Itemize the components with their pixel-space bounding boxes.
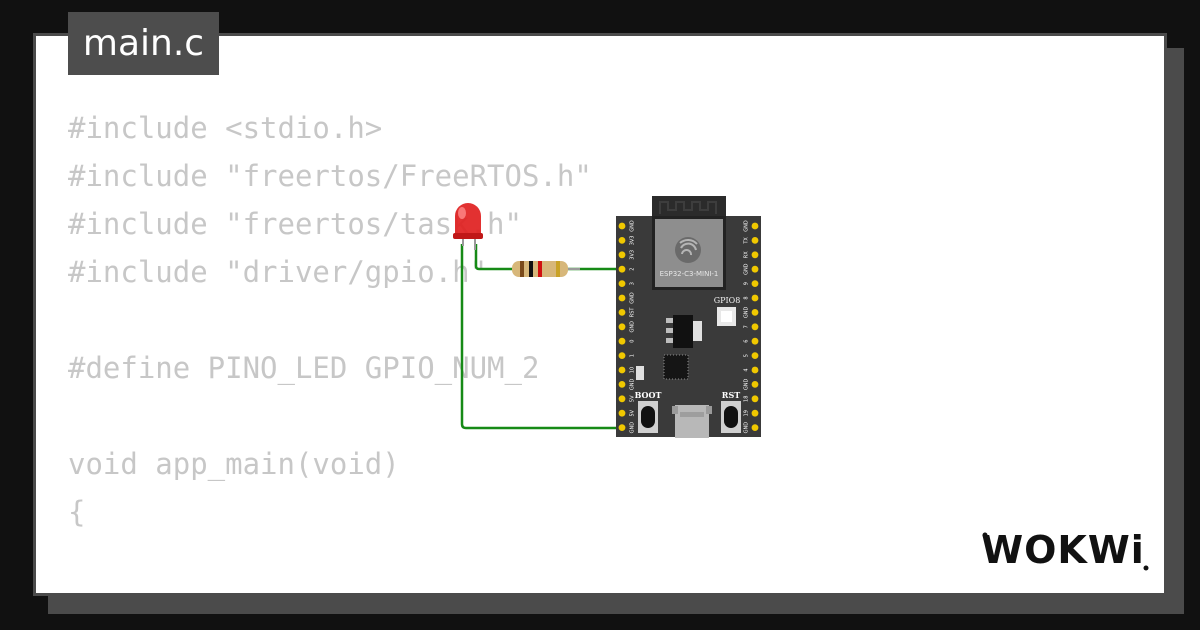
right-pin-label: GND xyxy=(744,422,750,434)
left-pin-label: GND xyxy=(630,379,636,391)
right-pin-label: TX xyxy=(744,237,750,245)
right-pin-5[interactable] xyxy=(751,352,759,359)
left-pin-0[interactable] xyxy=(618,337,626,345)
right-pin-label: GND xyxy=(744,263,750,275)
right-pin-7[interactable] xyxy=(751,323,759,331)
left-pin-5v[interactable] xyxy=(618,395,626,403)
right-pin-18[interactable] xyxy=(751,395,759,403)
left-pin-gnd[interactable] xyxy=(618,381,626,388)
code-line: { xyxy=(68,495,86,529)
right-pin-tx[interactable] xyxy=(751,237,759,244)
right-pin-label: 7 xyxy=(744,325,750,328)
left-pin-label: 2 xyxy=(630,268,636,271)
left-pin-5v[interactable] xyxy=(618,409,626,417)
left-pin-label: GND xyxy=(630,220,636,232)
right-pin-label: 8 xyxy=(744,296,750,299)
right-pin-19[interactable] xyxy=(751,409,759,417)
right-pin-label: 5 xyxy=(744,354,750,357)
right-pin-6[interactable] xyxy=(751,337,759,345)
right-pin-label: 19 xyxy=(744,410,750,416)
left-pin-3[interactable] xyxy=(618,280,626,287)
left-pin-label: 1 xyxy=(630,354,636,357)
usb-connector xyxy=(672,405,712,438)
code-line: #include "driver/gpio.h" xyxy=(68,255,488,289)
left-pin-3v3[interactable] xyxy=(618,237,626,244)
wire-led-to-gnd[interactable] xyxy=(460,244,622,430)
left-pin-label: 3V3 xyxy=(630,236,636,246)
left-pin-label: RST xyxy=(630,307,636,318)
left-pin-gnd[interactable] xyxy=(618,222,626,230)
right-pin-gnd[interactable] xyxy=(751,222,759,230)
left-pin-10[interactable] xyxy=(618,366,626,374)
espressif-logo-icon xyxy=(675,237,701,263)
led[interactable] xyxy=(453,203,483,250)
left-pin-rst[interactable] xyxy=(618,309,626,316)
right-pin-label: GND xyxy=(744,220,750,232)
code-line xyxy=(68,296,592,344)
code-line: #include "freertos/task.h" xyxy=(68,207,522,241)
left-pin-label: GND xyxy=(630,292,636,304)
left-pin-header xyxy=(618,222,626,431)
code-line xyxy=(68,536,592,584)
left-pin-label: 3 xyxy=(630,282,636,285)
rst-button[interactable] xyxy=(721,401,741,433)
module-label: ESP32-C3-MINI-1 xyxy=(660,270,719,278)
left-pin-gnd[interactable] xyxy=(618,424,626,431)
wokwi-logo: WOKWi xyxy=(981,528,1149,572)
code-line: void app_main(void) xyxy=(68,447,400,481)
left-pin-label: 5V xyxy=(630,395,636,402)
left-pin-label: 0 xyxy=(630,340,636,343)
code-line: #define PINO_LED GPIO_NUM_2 xyxy=(68,351,540,385)
left-pin-gnd[interactable] xyxy=(618,294,626,302)
code-line: gpio_reset_pin(PINO_LED); xyxy=(68,584,592,593)
code-block: #include <stdio.h> #include "freertos/Fre… xyxy=(68,104,592,593)
right-pin-gnd[interactable] xyxy=(751,265,759,273)
right-pin-gnd[interactable] xyxy=(751,309,759,316)
left-pin-3v3[interactable] xyxy=(618,251,626,259)
right-pin-label: 9 xyxy=(744,282,750,285)
right-pin-label: GND xyxy=(744,379,750,391)
left-pin-label: 3V3 xyxy=(630,250,636,260)
right-pin-gnd[interactable] xyxy=(751,381,759,388)
right-pin-8[interactable] xyxy=(751,294,759,302)
code-line: #include "freertos/FreeRTOS.h" xyxy=(68,159,592,193)
right-pin-label: RX xyxy=(744,251,750,258)
code-card: #include <stdio.h> #include "freertos/Fre… xyxy=(33,33,1167,596)
boot-label: BOOT xyxy=(635,390,662,400)
boot-button[interactable] xyxy=(638,401,658,433)
left-pin-label: GND xyxy=(630,321,636,333)
left-pin-label: 5V xyxy=(630,409,636,416)
right-pin-label: 6 xyxy=(744,340,750,343)
right-pin-label: 18 xyxy=(744,396,750,402)
resistor[interactable] xyxy=(512,261,580,277)
wokwi-logo-text: WOKWi xyxy=(981,528,1145,572)
right-pin-label: GND xyxy=(744,307,750,319)
right-pin-label: 4 xyxy=(744,368,750,371)
left-pin-2[interactable] xyxy=(618,265,626,273)
rst-label: RST xyxy=(722,390,740,400)
wire-led-to-resistor[interactable] xyxy=(474,244,520,271)
left-pin-gnd[interactable] xyxy=(618,323,626,331)
right-pin-9[interactable] xyxy=(751,280,759,287)
left-pin-label: 10 xyxy=(630,367,636,373)
esp32-c3-board[interactable]: ESP32-C3-MINI-1 GPIO8 BOOT RST xyxy=(616,196,761,438)
code-line: #include <stdio.h> xyxy=(68,111,383,145)
left-pin-1[interactable] xyxy=(618,352,626,359)
right-pin-4[interactable] xyxy=(751,366,759,374)
right-pin-gnd[interactable] xyxy=(751,424,759,431)
file-tab[interactable]: main.c xyxy=(68,12,219,75)
left-pin-label: GND xyxy=(630,422,636,434)
right-pin-header xyxy=(751,222,759,431)
code-line xyxy=(68,392,592,440)
right-pin-rx[interactable] xyxy=(751,251,759,259)
gpio8-label: GPIO8 xyxy=(714,296,741,305)
